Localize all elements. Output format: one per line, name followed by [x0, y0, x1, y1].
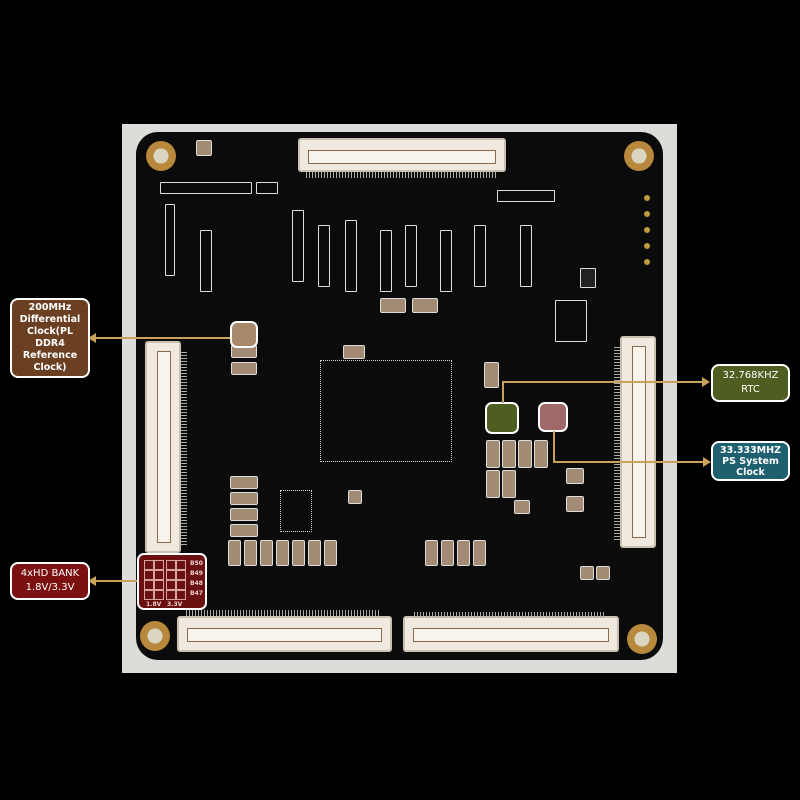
connector-bottom-left-pins — [186, 610, 381, 616]
connector-bottom-left — [177, 616, 392, 652]
connector-left-pins — [181, 350, 187, 545]
bank-label: B50 — [190, 560, 203, 567]
callout-line: 1.8V/3.3V — [25, 582, 75, 593]
bank-label: B49 — [190, 570, 203, 577]
bank-label: B48 — [190, 580, 203, 587]
voltage-label: 3.3V — [167, 601, 183, 608]
callout-line: Clock(PL — [26, 326, 74, 337]
arrow-right-icon — [702, 377, 710, 387]
callout-line: Differential — [19, 314, 81, 325]
voltage-label: 1.8V — [146, 601, 162, 608]
callout-line: 32.768KHZ — [722, 370, 779, 381]
mounting-hole-bottom-right — [627, 624, 657, 654]
callout-line: 33.333MHZ — [720, 444, 781, 456]
mounting-hole-top-left — [146, 141, 176, 171]
connector-right-pins — [614, 345, 620, 540]
leader-line-rtc-vertical — [502, 381, 504, 403]
pcb-board — [136, 132, 663, 660]
arrow-right-icon — [703, 457, 711, 467]
leader-line-hd-bank — [94, 580, 137, 582]
callout-line: PS System — [722, 455, 779, 467]
callout-line: Clock) — [33, 362, 67, 373]
callout-pl-ddr4-clock: 200MHz Differential Clock(PL DDR4 Refere… — [10, 298, 90, 378]
test-pad — [644, 259, 650, 265]
bank-label: B47 — [190, 590, 203, 597]
connector-bottom-right-pins — [414, 612, 604, 618]
callout-line: Clock — [736, 466, 765, 478]
connector-top-pins — [306, 172, 496, 178]
callout-rtc: 32.768KHZ RTC — [711, 364, 790, 402]
leader-line-rtc — [502, 381, 702, 383]
leader-line-ps-clock — [553, 461, 703, 463]
test-pad — [644, 227, 650, 233]
callout-line: 200MHz — [28, 302, 72, 313]
connector-top — [298, 138, 506, 172]
ps-clock-oscillator-highlight — [538, 402, 568, 432]
test-pad — [644, 195, 650, 201]
callout-hd-bank: 4xHD BANK 1.8V/3.3V — [10, 562, 90, 600]
arrow-left-icon — [88, 333, 96, 343]
callout-line: DDR4 — [35, 338, 65, 349]
mounting-hole-top-right — [624, 141, 654, 171]
connector-bottom-right — [403, 616, 619, 652]
bank-voltage-selector: B50 B49 B48 B47 1.8V 3.3V — [137, 553, 207, 610]
callout-line: Reference — [22, 350, 78, 361]
callout-ps-clock: 33.333MHZ PS System Clock — [711, 441, 790, 481]
connector-left — [145, 341, 181, 553]
mounting-hole-bottom-left — [140, 621, 170, 651]
pl-ddr4-oscillator-highlight — [230, 321, 258, 348]
rtc-crystal-highlight — [485, 402, 519, 434]
test-pad — [644, 243, 650, 249]
callout-line: 4xHD BANK — [20, 568, 80, 579]
callout-line: RTC — [741, 384, 760, 395]
arrow-left-icon — [88, 576, 96, 586]
connector-right — [620, 336, 656, 548]
leader-line-pl-clock — [94, 337, 230, 339]
test-pad — [644, 211, 650, 217]
leader-line-ps-clock-vertical — [553, 431, 555, 462]
